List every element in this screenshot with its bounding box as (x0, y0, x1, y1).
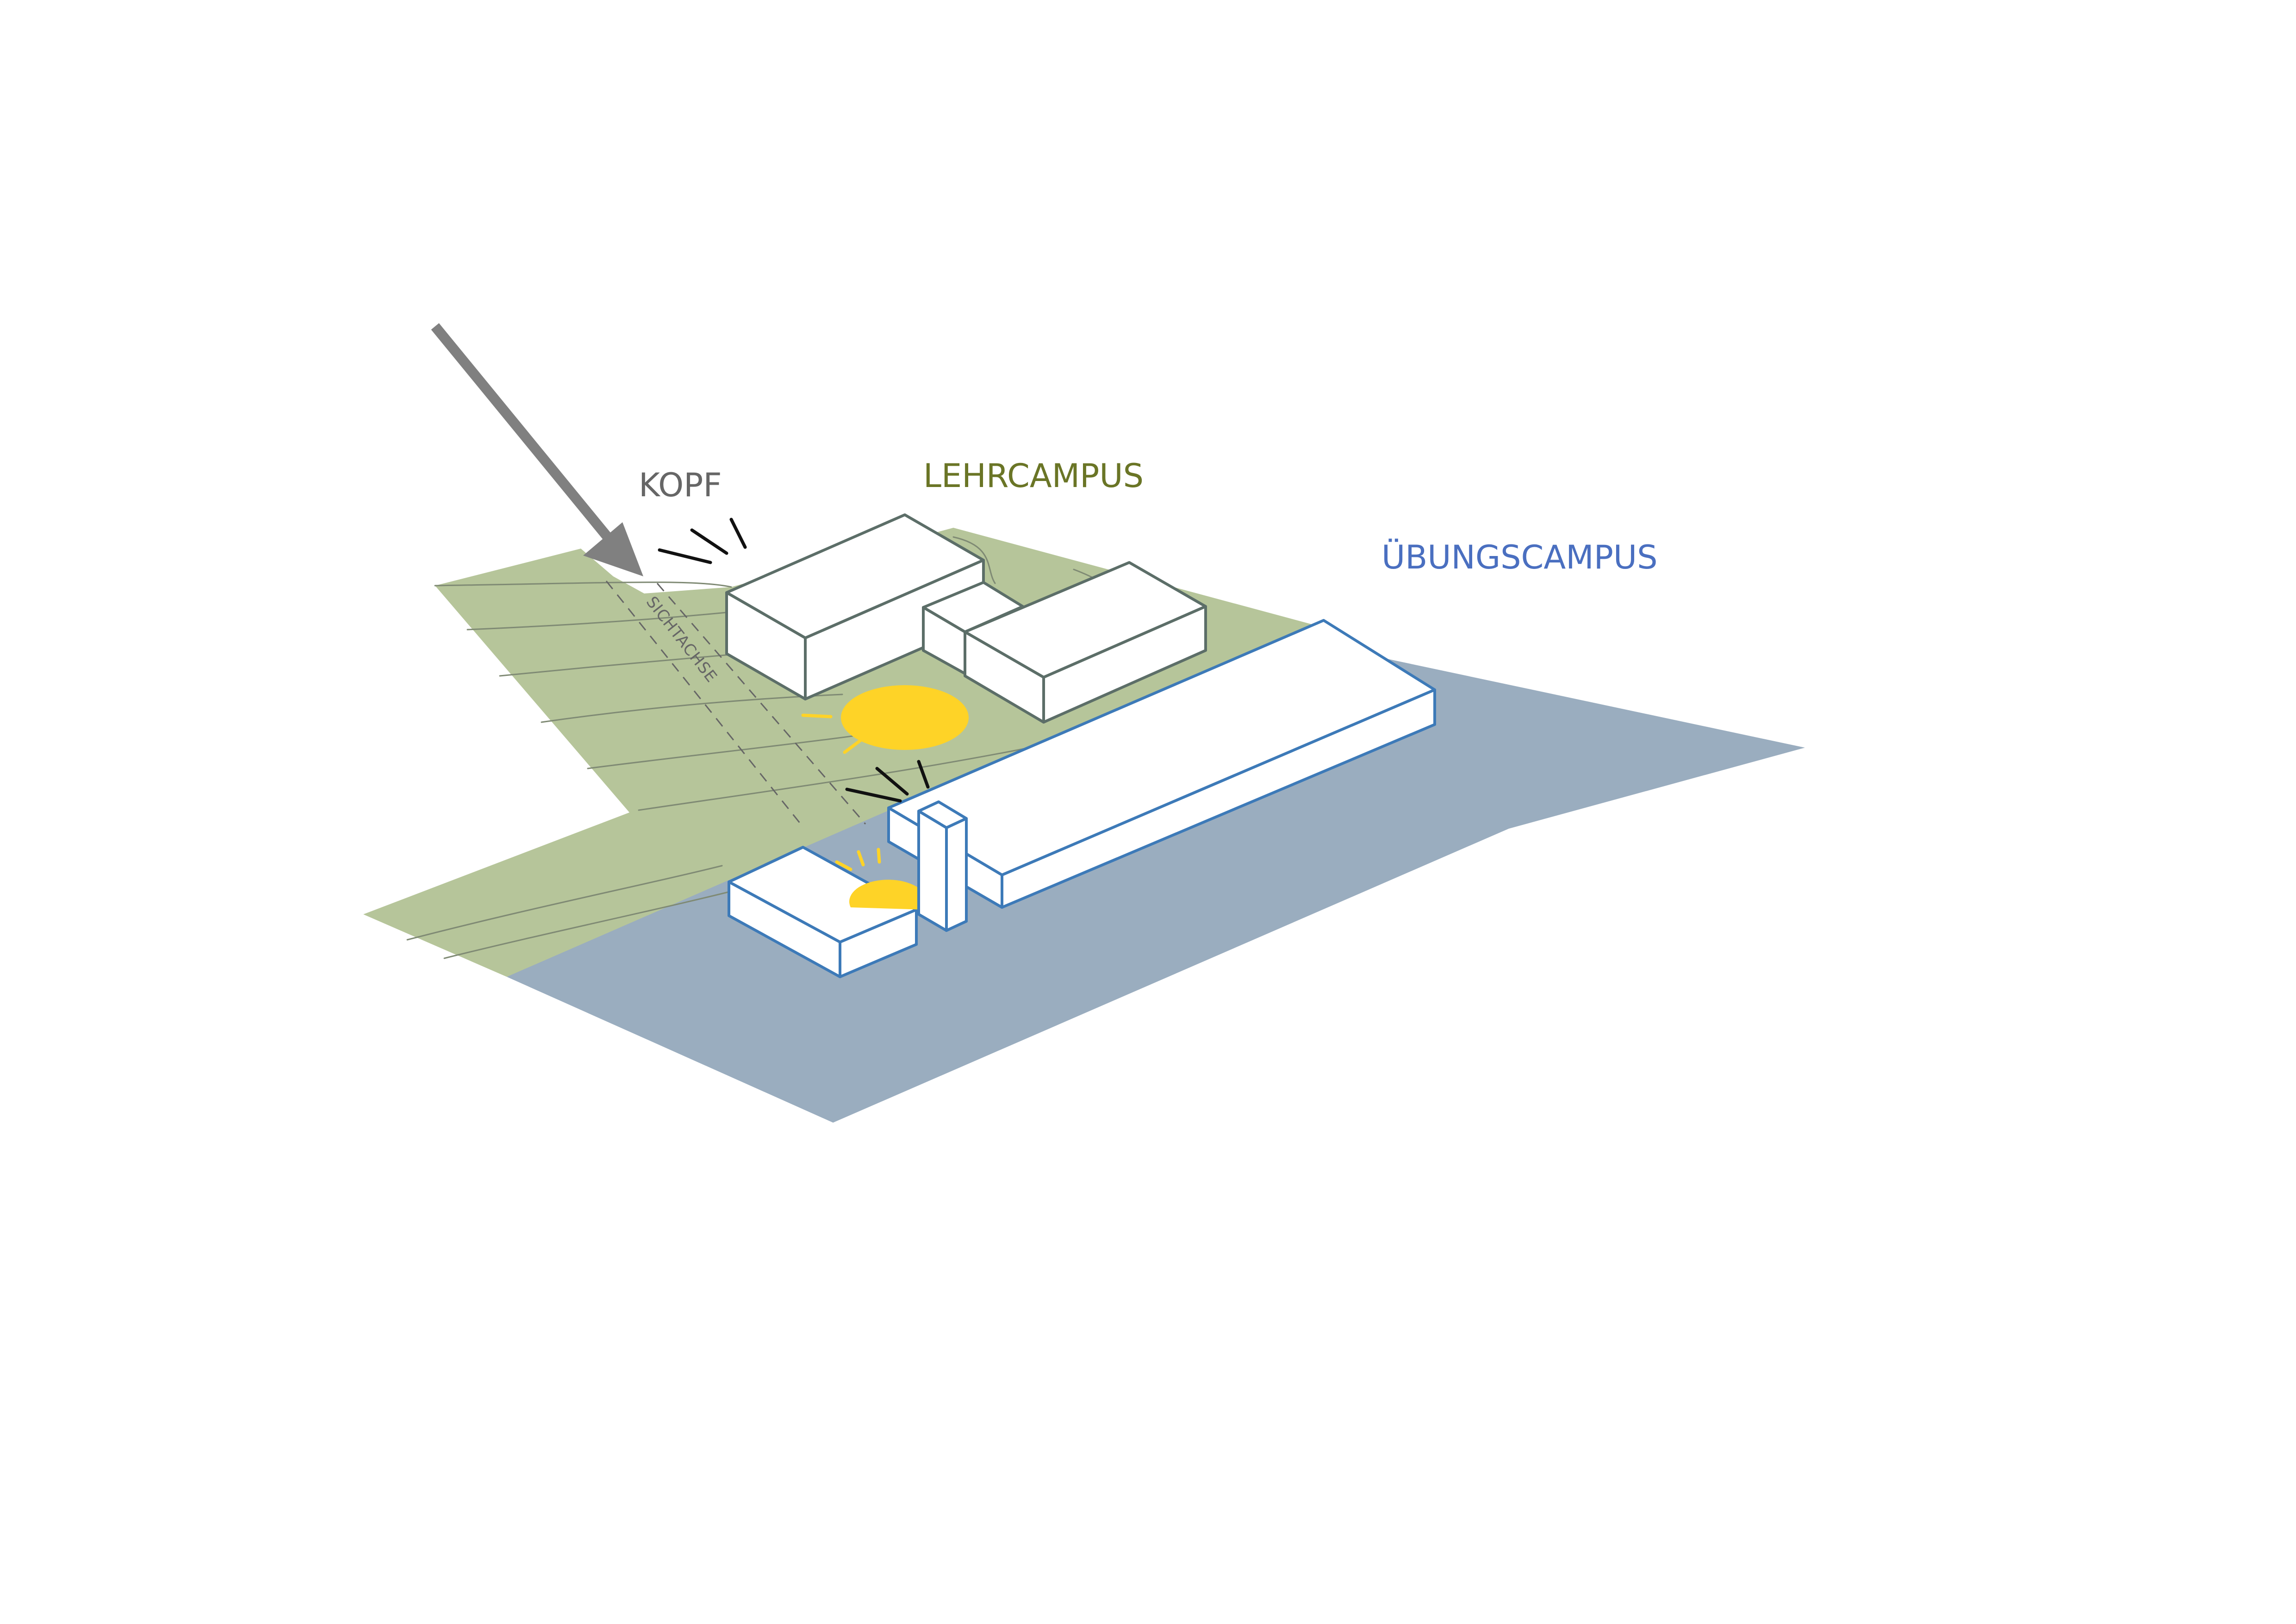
emphasis-rays-icon (658, 518, 930, 803)
sun-disc-upper (841, 685, 969, 750)
lehrcampus-label: LEHRCAMPUS (923, 457, 1144, 495)
uebungscampus-label: ÜBUNGSCAMPUS (1381, 538, 1658, 576)
lehrcampus-building-a (725, 513, 985, 700)
uebungscampus-tower (917, 800, 968, 932)
lehrcampus-building-c (964, 561, 1207, 724)
kopf-label: KOPF (639, 466, 722, 504)
sichtachse-axis (605, 581, 866, 824)
sun-icon-lower (835, 848, 926, 910)
lehrcampus-buildings (725, 513, 1207, 724)
sun-icon (801, 685, 969, 754)
arrow-down-right-icon (431, 323, 643, 576)
uebungscampus-ground (507, 630, 1805, 1123)
uebungscampus-small-block (728, 846, 918, 978)
